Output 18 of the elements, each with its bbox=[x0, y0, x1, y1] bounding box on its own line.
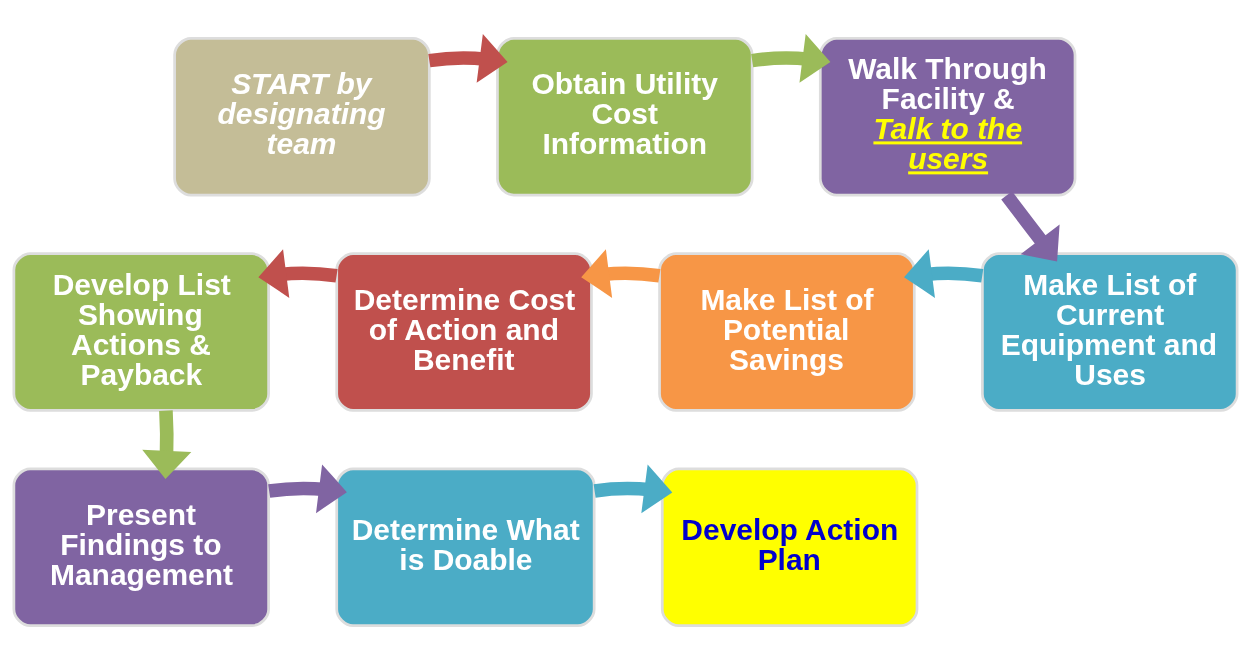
arrow bbox=[428, 34, 508, 83]
node-box: Develop List Showing Actions & Payback bbox=[12, 252, 270, 412]
node-box: Determine Cost of Action and Benefit bbox=[335, 252, 593, 412]
arrow bbox=[904, 249, 984, 298]
arrow bbox=[1001, 191, 1060, 262]
node-box: Determine What is Doable bbox=[335, 467, 596, 627]
arrow bbox=[751, 34, 831, 83]
node-box: Develop Action Plan bbox=[660, 467, 919, 627]
node-box: Make List of Potential Savings bbox=[658, 252, 916, 412]
node-box: START by designating team bbox=[173, 37, 431, 197]
arrow bbox=[258, 249, 338, 298]
arrow bbox=[593, 464, 673, 514]
arrow bbox=[581, 249, 661, 298]
node-box: Make List of Current Equipment and Uses bbox=[981, 252, 1239, 412]
arrow bbox=[142, 410, 192, 479]
node-box: Walk Through Facility & Talk to the users bbox=[818, 37, 1077, 197]
node-box: Present Findings to Management bbox=[12, 467, 270, 627]
node-box: Obtain Utility Cost Information bbox=[496, 37, 754, 197]
